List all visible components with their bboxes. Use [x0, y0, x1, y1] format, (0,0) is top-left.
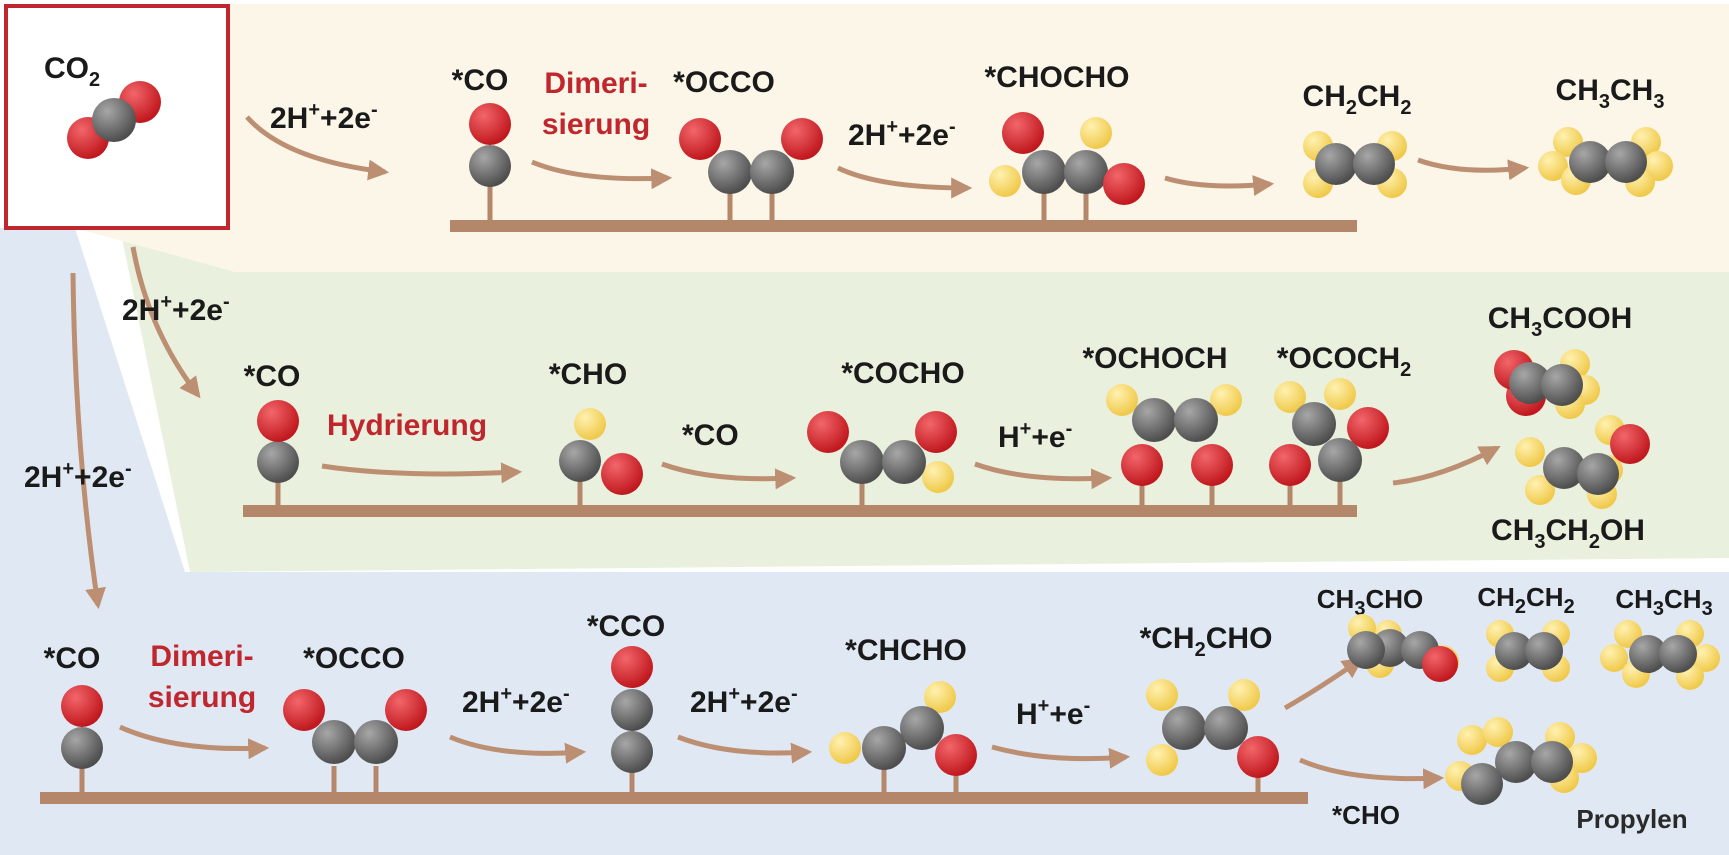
- molecule-r1-co: [469, 103, 511, 221]
- product-label-r3-propylene: Propylen: [1576, 804, 1687, 834]
- arrow-r2-co-cho: [321, 462, 523, 484]
- step-label-co-row2: *CO: [682, 419, 739, 452]
- species-label-r1-chocho: *CHOCHO: [984, 61, 1129, 94]
- arrow-r1-co-occo: [531, 159, 673, 190]
- step-label-h2e-row3: 2H++2e-: [24, 458, 132, 494]
- step-label-h2e-row3a: 2H++2e-: [462, 683, 570, 719]
- molecule-r3-cco: [611, 646, 653, 793]
- surface-row2: [243, 505, 1357, 517]
- arrow-r2-cho-cocho: [661, 461, 797, 490]
- species-label-r2-cocho: *COCHO: [841, 357, 964, 390]
- step-label-h2e-row1: 2H++2e-: [270, 99, 378, 135]
- surface-row3: [40, 792, 1308, 804]
- species-label-r3-chcho: *CHCHO: [845, 634, 967, 667]
- molecule-r2-co: [257, 400, 299, 506]
- arrow-co2-to-row3: [70, 272, 106, 610]
- species-label-r3-co: *CO: [44, 642, 101, 675]
- band-middle: [120, 228, 1729, 572]
- arrow-r1-occo-chocho: [836, 165, 973, 199]
- molecule-r2-cocho: [807, 411, 957, 506]
- molecule-r1-ethane: [1538, 127, 1673, 197]
- product-label-r3-ethane: CH3CH3: [1615, 584, 1712, 620]
- molecule-r3-propylene: [1445, 717, 1597, 805]
- molecule-r1-ethylene: [1303, 131, 1407, 198]
- molecule-r2-ethanol: [1515, 415, 1650, 509]
- species-label-r3-occo: *OCCO: [303, 642, 405, 675]
- species-label-r2-cho: *CHO: [549, 358, 627, 391]
- species-label-r1-co: *CO: [452, 64, 509, 97]
- arrow-r3-chcho-ch2cho: [991, 744, 1131, 769]
- step-label-h2e-row1b: 2H++2e-: [848, 116, 956, 152]
- co2-label: CO2: [44, 52, 100, 91]
- step-label-h2e-row2: 2H++2e-: [122, 291, 230, 327]
- arrow-co2-to-row2: [130, 246, 201, 399]
- product-label-r2-acetic-acid: CH3COOH: [1488, 302, 1632, 341]
- arrow-r3-cco-chcho: [677, 734, 813, 764]
- dimerization-label-row3-line2: sierung: [148, 681, 256, 714]
- step-label-h2e-row3b: 2H++2e-: [690, 683, 798, 719]
- molecule-r3-ethane: [1600, 620, 1720, 690]
- label-r3-cho: *CHO: [1332, 800, 1400, 830]
- molecule-r3-co: [61, 685, 103, 793]
- molecule-r3-occo: [283, 689, 427, 793]
- arrow-r3-to-propylene: [1298, 757, 1445, 790]
- arrow-r3-co-occo: [118, 724, 270, 760]
- arrow-r2-ococh2-products: [1392, 445, 1501, 486]
- product-label-r2-ethanol: CH3CH2OH: [1491, 514, 1645, 553]
- product-label-r3-ethylene: CH2CH2: [1477, 582, 1574, 618]
- arrow-co2-to-row1: [245, 115, 390, 181]
- step-label-he-row2: H++e-: [998, 418, 1072, 454]
- molecule-r3-ethylene: [1486, 620, 1570, 682]
- molecule-r2-ococh2: [1269, 378, 1389, 506]
- species-label-r2-co: *CO: [244, 360, 301, 393]
- co2-molecule: [67, 81, 161, 159]
- arrow-r1-chocho-c2h4: [1164, 175, 1275, 196]
- product-label-r3-acetaldehyde: CH3CHO: [1317, 584, 1423, 620]
- molecule-r1-chocho: [989, 112, 1145, 221]
- dimerization-label-row3-line1: Dimeri-: [150, 640, 253, 673]
- step-label-he-row3: H++e-: [1016, 695, 1090, 731]
- product-label-r1-ethane: CH3CH3: [1556, 74, 1665, 113]
- species-label-r1-occo: *OCCO: [673, 66, 775, 99]
- molecule-r3-chcho: [829, 681, 977, 793]
- arrow-r1-c2h4-c2h6: [1417, 157, 1530, 181]
- molecule-r3-ch2cho: [1146, 679, 1279, 793]
- species-label-r3-ch2cho: *CH2CHO: [1140, 622, 1273, 661]
- arrow-r3-occo-cco: [449, 734, 587, 764]
- molecule-r2-ochoch: [1106, 384, 1242, 506]
- dimerization-label-row1-line1: Dimeri-: [544, 67, 647, 100]
- hydrogenation-label: Hydrierung: [327, 409, 487, 442]
- species-label-r3-cco: *CCO: [587, 610, 665, 643]
- molecule-r1-occo: [679, 118, 823, 221]
- species-label-r2-ochoch: *OCHOCH: [1082, 342, 1227, 375]
- dimerization-label-row1-line2: sierung: [542, 108, 650, 141]
- species-label-r2-ococh2: *OCOCH2: [1277, 342, 1411, 381]
- molecule-r2-acetic-acid: [1494, 349, 1600, 419]
- surface-row1: [450, 220, 1357, 232]
- molecule-r3-acetaldehyde: [1347, 614, 1459, 682]
- product-label-r1-ethylene: CH2CH2: [1303, 80, 1412, 119]
- reaction-arrows: [70, 115, 1530, 790]
- arrow-r3-to-products-upper: [1283, 657, 1364, 711]
- arrow-r2-cocho-ochoch: [974, 461, 1113, 490]
- molecule-r2-cho: [559, 408, 643, 506]
